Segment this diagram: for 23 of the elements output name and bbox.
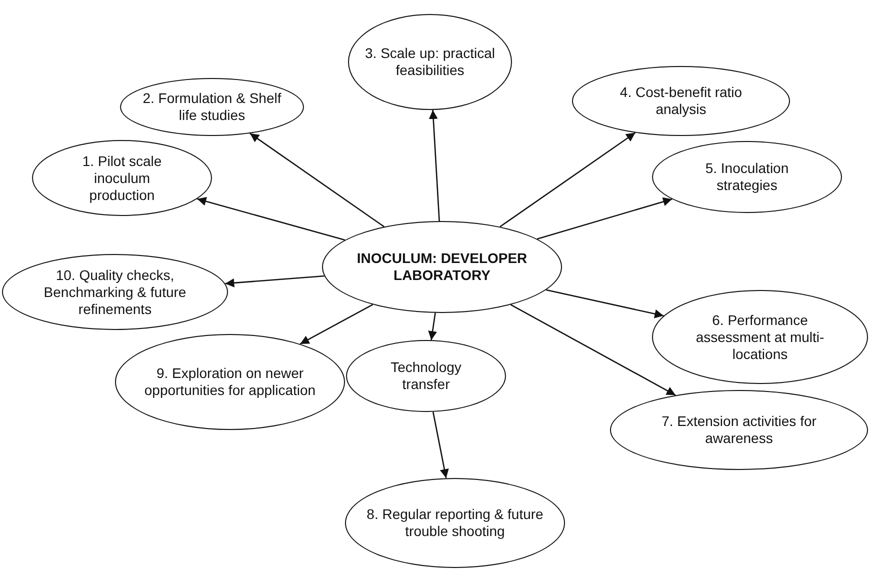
arrow bbox=[536, 197, 672, 240]
node-label: 1. Pilot scale inoculum production bbox=[81, 152, 163, 204]
node-label: Technology transfer bbox=[390, 359, 462, 393]
arrow bbox=[196, 196, 346, 241]
node-label: 10. Quality checks, Benchmarking & future refinements bbox=[42, 266, 188, 318]
node-label: 5. Inoculation strategies bbox=[704, 160, 790, 194]
arrow bbox=[546, 289, 664, 318]
node-label: INOCULUM: DEVELOPER LABORATORY bbox=[356, 250, 528, 284]
node-label: 3. Scale up: practical feasibilities bbox=[365, 45, 495, 79]
node-label: 7. Extension activities for awareness bbox=[660, 413, 818, 447]
node-label: 2. Formulation & Shelf life studies bbox=[142, 90, 282, 124]
arrow bbox=[500, 132, 636, 228]
arrow bbox=[300, 304, 374, 345]
arrow bbox=[428, 110, 440, 222]
arrow bbox=[510, 304, 676, 396]
arrow bbox=[250, 132, 384, 228]
node-label: 9. Exploration on newer opportunities for application bbox=[143, 365, 317, 399]
node-label: 6. Performance assessment at multi-locations bbox=[694, 312, 826, 362]
node-label: 4. Cost-benefit ratio analysis bbox=[618, 84, 744, 118]
arrow bbox=[225, 275, 324, 288]
node-label: 8. Regular reporting & future trouble shooting bbox=[366, 506, 544, 540]
arrow bbox=[432, 412, 449, 478]
arrow bbox=[428, 312, 438, 340]
